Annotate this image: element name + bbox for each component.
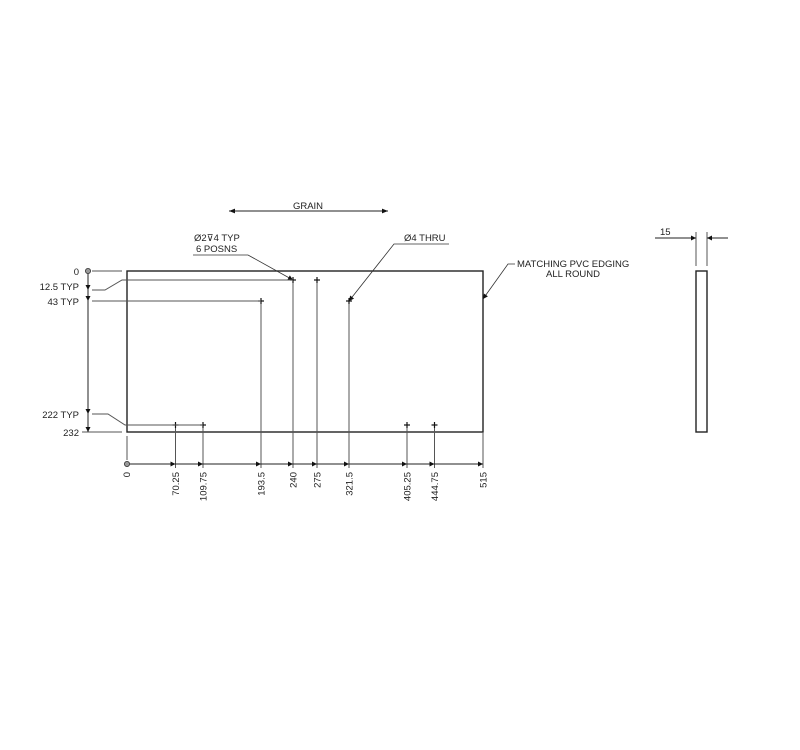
vdim-label: 222 TYP: [42, 410, 79, 421]
hdim-label: 275: [313, 472, 324, 488]
hole-note-callout: Ø2⊽4 TYP 6 POSNS: [193, 233, 294, 281]
thru-note-callout: Ø4 THRU: [348, 233, 449, 302]
hdim-label: 240: [289, 472, 300, 488]
thru-leader-arrow-icon: [348, 243, 449, 302]
hole-marker-icon: [404, 422, 410, 428]
hole-marker-icon: [431, 422, 438, 428]
vertical-dimensions: 0 12.5 TYP 43 TYP 222 TYP 232: [40, 267, 293, 439]
side-profile: [695, 270, 708, 433]
edging-note-line1: MATCHING PVC EDGING: [517, 259, 629, 270]
panel-front-view: [126, 270, 484, 433]
hdim-label: 321.5: [345, 472, 356, 496]
hdim-label: 405.25: [403, 472, 414, 501]
horizontal-dimensions: 0 70.25 109.75 193.5 240 275 321.5 405.2…: [122, 283, 490, 501]
grain-label: GRAIN: [293, 201, 323, 212]
vdim-label: 232: [63, 428, 79, 439]
hdim-label: 515: [479, 472, 490, 488]
hdim-label: 0: [122, 472, 133, 477]
hdim-label: 109.75: [199, 472, 210, 501]
thru-note: Ø4 THRU: [404, 233, 446, 244]
origin-marker-icon: [124, 460, 131, 467]
hole-marker-icon: [314, 277, 320, 283]
origin-marker-icon: [85, 267, 92, 274]
vdim-label: 0: [74, 267, 79, 278]
vdim-label: 12.5 TYP: [40, 282, 79, 293]
panel-side-view: 15: [655, 227, 728, 433]
hole-leader-arrow-icon: [193, 254, 294, 281]
edging-note-line2: ALL ROUND: [546, 269, 600, 280]
vdim-label: 43 TYP: [47, 297, 79, 308]
edging-leader-arrow-icon: [482, 263, 515, 300]
hdim-label: 70.25: [171, 472, 182, 496]
hole-markers: [172, 277, 438, 428]
hole-note-line1: Ø2⊽4 TYP: [194, 233, 240, 244]
edging-note-callout: MATCHING PVC EDGING ALL ROUND: [482, 259, 629, 300]
grain-indicator: GRAIN: [229, 201, 388, 214]
hdim-label: 444.75: [430, 472, 441, 501]
hdim-label: 193.5: [257, 472, 268, 496]
thickness-label: 15: [660, 227, 671, 238]
hole-note-line2: 6 POSNS: [196, 244, 237, 255]
hole-marker-icon: [346, 298, 352, 304]
